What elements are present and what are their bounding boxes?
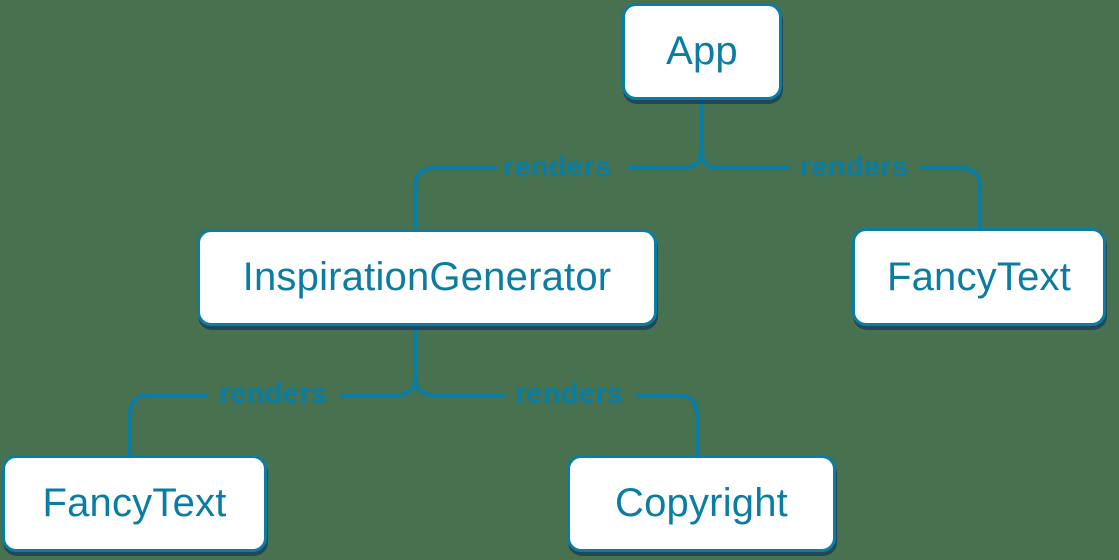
node-copyright: Copyright — [567, 455, 836, 552]
edge-label-app-fancy-text: renders — [799, 150, 909, 183]
node-app-label: App — [666, 29, 738, 73]
connector-drop-fancy-text-top — [920, 166, 982, 229]
connector-drop-fancy-text-bottom — [128, 393, 208, 456]
node-fancy-text-bottom: FancyText — [2, 455, 267, 552]
connector-inspiration-stem-left — [340, 326, 417, 397]
edge-label-app-inspiration-generator: renders — [502, 150, 612, 183]
node-inspiration-generator: InspirationGenerator — [197, 229, 657, 326]
node-inspiration-generator-label: InspirationGenerator — [242, 255, 612, 299]
connector-drop-copyright — [636, 393, 699, 456]
connector-drop-inspiration-generator — [413, 166, 497, 230]
connector-app-stem-left — [627, 100, 703, 170]
node-fancy-text-top: FancyText — [852, 228, 1106, 326]
node-app: App — [622, 3, 782, 100]
edge-label-inspiration-fancy-text: renders — [218, 377, 328, 410]
connector-app-stem-right — [699, 148, 790, 170]
node-fancy-text-bottom-label: FancyText — [42, 481, 227, 525]
connector-inspiration-stem-right — [413, 375, 505, 397]
node-copyright-label: Copyright — [615, 481, 788, 525]
edge-label-inspiration-copyright: renders — [514, 377, 624, 410]
node-fancy-text-top-label: FancyText — [886, 254, 1072, 299]
